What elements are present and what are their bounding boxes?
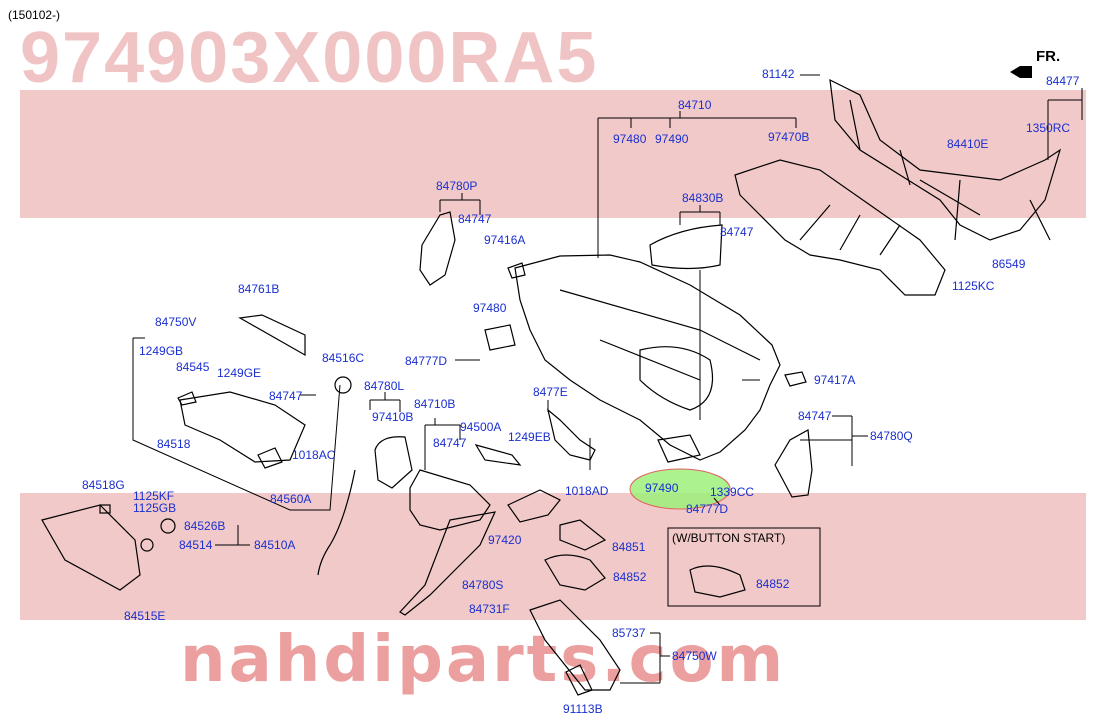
part-label[interactable]: 84761B (238, 282, 280, 296)
part-label[interactable]: 84710 (678, 98, 712, 112)
vent-97480 (484, 324, 516, 351)
part-label[interactable]: 85737 (612, 626, 646, 640)
part-label[interactable]: 97416A (484, 233, 526, 247)
cowl-crossmember-outline (829, 78, 1062, 241)
bracket-84545 (177, 391, 197, 406)
side-cover-left (419, 211, 456, 286)
part-label[interactable]: 84545 (176, 360, 210, 374)
part-label[interactable]: 81142 (762, 67, 795, 81)
part-number-watermark: 974903X000RA5 (20, 18, 599, 98)
part-label[interactable]: 1018AD (565, 484, 609, 498)
version-label: (150102-) (8, 8, 61, 22)
front-direction-arrow (1010, 66, 1032, 78)
watermark-band-upper (20, 90, 1086, 218)
center-facia-panel (409, 469, 491, 531)
part-label[interactable]: 84526B (184, 519, 226, 533)
bracket-8477E (547, 408, 596, 461)
part-label[interactable]: 84518G (82, 478, 125, 492)
part-label[interactable]: 84518 (157, 437, 191, 451)
part-label[interactable]: 84510A (254, 538, 296, 552)
part-label[interactable]: 97417A (814, 373, 856, 387)
part-label[interactable]: 84477 (1046, 74, 1080, 88)
part-label[interactable]: 84731F (469, 602, 510, 616)
lower-panel-84750W (529, 599, 621, 691)
part-label[interactable]: 84747 (269, 389, 303, 403)
part-label[interactable]: 84747 (720, 225, 754, 239)
panel-84852-button-start (689, 565, 746, 598)
part-label[interactable]: 84777D (686, 502, 729, 516)
bracket-84560A (257, 447, 283, 469)
part-label[interactable]: 86549 (992, 257, 1026, 271)
cap-84514 (140, 538, 154, 552)
trim-84780L (374, 436, 413, 489)
part-label[interactable]: 84777D (405, 354, 448, 368)
part-label[interactable]: 97490 (655, 132, 689, 146)
part-label[interactable]: 1339CC (710, 485, 755, 499)
front-label: FR. (1036, 48, 1061, 65)
option-box (667, 527, 821, 607)
part-label[interactable]: 84852 (756, 577, 790, 591)
part-label[interactable]: 84515E (124, 609, 166, 623)
pad-84518G (99, 504, 111, 514)
bracket-94500A (474, 444, 522, 466)
vent-97490 (657, 434, 701, 463)
part-label[interactable]: 91113B (563, 702, 603, 716)
part-label[interactable]: 84747 (798, 409, 832, 423)
part-label[interactable]: 8477E (533, 385, 568, 399)
trim-84761B (238, 314, 306, 357)
panel-84852 (544, 554, 606, 591)
part-label[interactable]: 1350RC (1026, 121, 1071, 135)
cover-84830B (649, 224, 723, 270)
side-trim-84780S (399, 511, 497, 616)
part-label[interactable]: 1249GB (139, 344, 184, 358)
part-label[interactable]: 1125GB (133, 501, 177, 515)
part-label[interactable]: 84780P (436, 179, 478, 193)
part-label[interactable]: 84747 (433, 436, 467, 450)
part-label[interactable]: 84851 (612, 540, 646, 554)
cap-84516C (334, 376, 352, 394)
vent-97420 (507, 489, 561, 523)
part-label[interactable]: 97420 (488, 533, 522, 547)
part-label[interactable]: 84560A (270, 492, 312, 506)
part-label[interactable]: 84514 (179, 538, 213, 552)
part-label[interactable]: 97480 (613, 132, 647, 146)
crash-pad-outline (514, 254, 781, 461)
cap-84526B (160, 518, 176, 534)
part-label[interactable]: 84780S (462, 578, 504, 592)
glove-box-door (41, 504, 141, 591)
part-label[interactable]: 1249EB (508, 430, 551, 444)
part-label[interactable]: 1125KF (133, 489, 175, 503)
part-label[interactable]: 84780L (364, 379, 405, 393)
part-label[interactable]: 84780Q (870, 429, 913, 443)
panel-84851 (559, 519, 607, 551)
part-label[interactable]: 97480 (473, 301, 507, 315)
site-watermark: nahdiparts.com (180, 623, 787, 697)
part-label[interactable]: 84852 (613, 570, 647, 584)
part-label[interactable]: 84750W (672, 649, 717, 663)
vent-97416A (507, 262, 526, 279)
part-label-highlighted[interactable]: 97490 (645, 481, 679, 495)
glove-box-housing (179, 391, 306, 463)
option-box-title: (W/BUTTON START) (672, 531, 786, 545)
air-duct-outline (734, 159, 946, 296)
part-label[interactable]: 1249GE (217, 366, 262, 380)
side-cover-right (774, 429, 813, 498)
part-label[interactable]: 84750V (155, 315, 197, 329)
part-label[interactable]: 84830B (682, 191, 724, 205)
part-label[interactable]: 84747 (458, 212, 492, 226)
part-label[interactable]: 94500A (460, 420, 502, 434)
highlight-ellipse (629, 468, 731, 510)
part-label[interactable]: 97410B (372, 410, 414, 424)
part-label[interactable]: 97470B (768, 130, 810, 144)
part-label[interactable]: 84410E (947, 137, 989, 151)
cover-91113B (565, 664, 593, 696)
part-label[interactable]: 84516C (322, 351, 365, 365)
vent-97417A (784, 371, 807, 387)
part-label[interactable]: 84710B (414, 397, 456, 411)
part-label[interactable]: 1125KC (952, 279, 995, 293)
part-label[interactable]: 1018AC (292, 448, 336, 462)
